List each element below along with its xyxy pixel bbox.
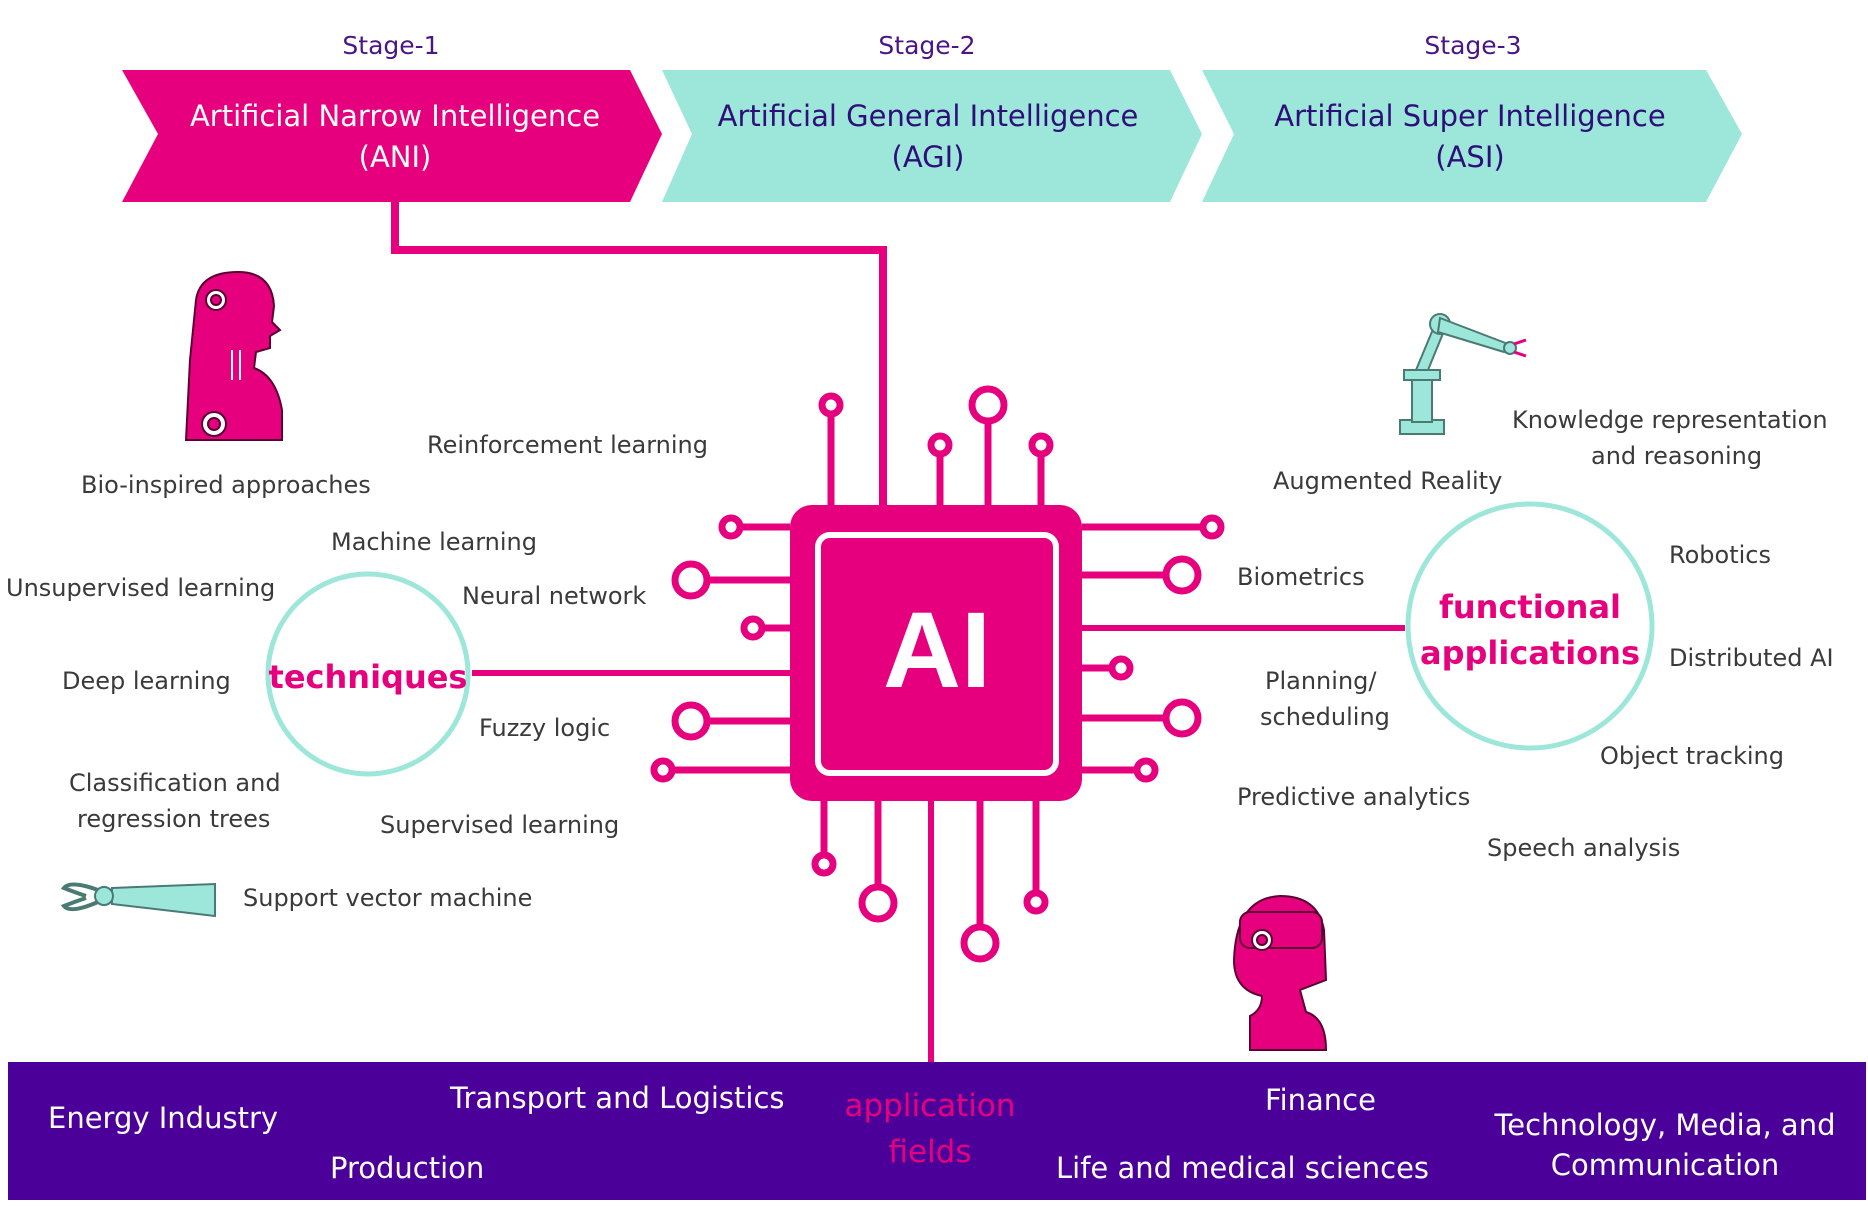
technique-bio-inspired: Bio-inspired approaches [81,471,371,499]
technique-fuzzy-logic: Fuzzy logic [479,714,611,742]
field-technology-line1: Technology, Media, and [1494,1108,1836,1142]
stage-3-label: Stage-3 [1424,31,1522,60]
function-knowledge-line2: and reasoning [1591,442,1763,470]
technique-neural-network: Neural network [462,582,647,610]
field-finance: Finance [1265,1083,1376,1117]
stage-2-chevron [662,70,1202,202]
fields-title-line2: fields [888,1134,972,1170]
field-life-medical: Life and medical sciences [1056,1151,1430,1185]
function-augmented-reality: Augmented Reality [1273,467,1503,495]
field-production: Production [330,1151,485,1185]
fields-title-line1: application [844,1088,1016,1124]
humanoid-robot-icon [184,270,283,441]
function-predictive-analytics: Predictive analytics [1237,783,1471,811]
stage-1-title-line1: Artificial Narrow Intelligence [189,99,601,133]
technique-unsupervised-learning: Unsupervised learning [6,574,276,602]
function-object-tracking: Object tracking [1600,742,1784,770]
function-knowledge-line1: Knowledge representation [1512,406,1828,434]
stage-2-title-line2: (AGI) [891,140,965,174]
techniques-hub-circle [265,571,471,777]
stage-3-chevron [1202,70,1742,202]
stage-3-title-line1: Artificial Super Intelligence [1274,99,1666,133]
vr-headset-person-icon [1232,894,1328,1051]
technique-classification-line1: Classification and [69,769,281,797]
functional-title-line1: functional [1438,588,1622,626]
technique-deep-learning: Deep learning [62,667,231,695]
fields-title: application fields [820,1083,1040,1175]
function-distributed-ai: Distributed AI [1669,644,1834,672]
function-planning-line2: scheduling [1260,703,1390,731]
technique-reinforcement-learning: Reinforcement learning [427,431,708,459]
ai-chip [790,505,1082,801]
function-robotics: Robotics [1669,541,1771,569]
functional-title-line2: applications [1420,634,1640,672]
technique-classification-line2: regression trees [77,805,271,833]
function-biometrics: Biometrics [1237,563,1365,591]
field-technology-media: Technology, Media, and Communication [1485,1105,1845,1185]
industrial-robot-arm-icon [1399,313,1527,435]
stage-1-title-line2: (ANI) [358,140,432,174]
chip-pins [650,385,1225,963]
functional-hub-circle [1405,501,1655,751]
function-speech-analysis: Speech analysis [1487,834,1681,862]
field-energy-industry: Energy Industry [48,1101,279,1135]
stage-1-chevron [122,70,662,202]
technique-support-vector-machine: Support vector machine [243,884,533,912]
technique-machine-learning: Machine learning [331,528,538,556]
field-transport-logistics: Transport and Logistics [450,1081,785,1115]
stage-2-label: Stage-2 [878,31,976,60]
ai-chip-inner-border [815,532,1059,776]
techniques-title: techniques [268,658,468,696]
robotic-gripper-icon [60,882,216,918]
ani-connector-line [391,202,887,505]
functional-title: functional applications [1410,584,1650,676]
stage-1-label: Stage-1 [342,31,440,60]
function-planning-line1: Planning/ [1265,667,1377,695]
stage-3-title: Artificial Super Intelligence (ASI) [1230,96,1710,178]
stage-3-title-line2: (ASI) [1435,140,1505,174]
stage-2-title-line1: Artificial General Intelligence [717,99,1139,133]
application-fields-band [8,1062,1866,1200]
field-technology-line2: Communication [1550,1148,1780,1182]
technique-supervised-learning: Supervised learning [380,811,620,839]
stage-2-title: Artificial General Intelligence (AGI) [688,96,1168,178]
chip-label: AI [883,589,991,710]
stage-1-title: Artificial Narrow Intelligence (ANI) [155,96,635,178]
